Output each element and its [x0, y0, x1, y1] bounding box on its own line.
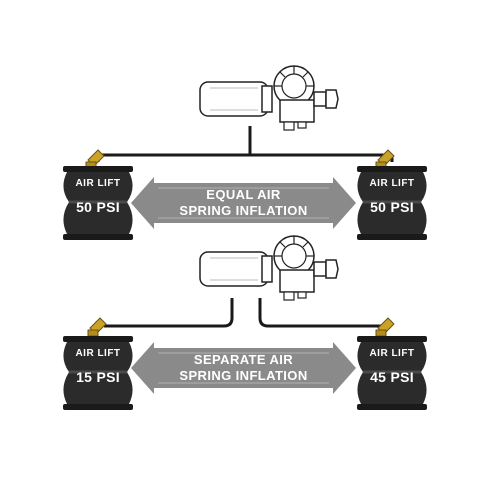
bottom-caption-line2: SPRING INFLATION [179, 368, 308, 383]
top-left-psi: 50 PSI [76, 199, 120, 215]
top-left-fitting [85, 149, 105, 169]
bottom-left-bag-label: AIR LIFT 15 PSI [63, 348, 133, 385]
top-caption-line2: SPRING INFLATION [179, 203, 308, 218]
brand-text: AIR LIFT [369, 178, 415, 189]
top-air-line [96, 126, 394, 162]
bottom-right-bag-label: AIR LIFT 45 PSI [357, 348, 427, 385]
top-double-arrow [131, 177, 356, 229]
brand-text: AIR LIFT [369, 348, 415, 359]
top-caption: EQUAL AIR SPRING INFLATION [154, 187, 333, 219]
bottom-caption-line1: SEPARATE AIR [193, 352, 294, 367]
bottom-compressor [199, 235, 339, 301]
top-right-fitting [375, 149, 395, 169]
bottom-air-lines [104, 298, 388, 328]
brand-text: AIR LIFT [75, 348, 121, 359]
top-left-bag-label: AIR LIFT 50 PSI [63, 178, 133, 215]
bottom-caption: SEPARATE AIR SPRING INFLATION [154, 352, 333, 384]
top-compressor [199, 65, 339, 131]
bottom-right-psi: 45 PSI [370, 369, 414, 385]
top-right-psi: 50 PSI [370, 199, 414, 215]
top-right-bag-label: AIR LIFT 50 PSI [357, 178, 427, 215]
top-caption-line1: EQUAL AIR [206, 187, 281, 202]
bottom-left-fitting [87, 317, 107, 337]
bottom-right-fitting [375, 317, 395, 337]
brand-text: AIR LIFT [75, 178, 121, 189]
bottom-left-psi: 15 PSI [76, 369, 120, 385]
bottom-double-arrow [131, 342, 356, 394]
